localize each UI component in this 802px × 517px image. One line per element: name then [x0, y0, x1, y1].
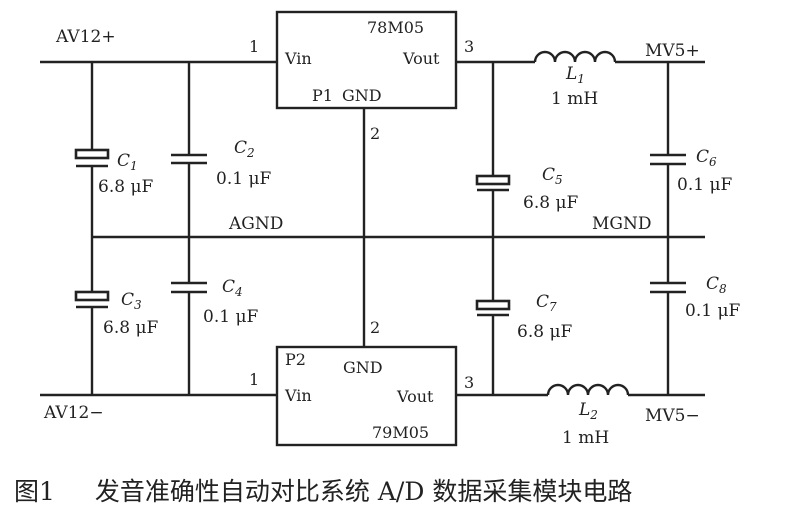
net-label-mv5-pos: MV5+ — [645, 41, 700, 61]
capacitor-c2-symbol — [171, 153, 207, 165]
regulator-top-gnd: GND — [342, 86, 382, 105]
regulator-bottom-pin3: 3 — [464, 373, 474, 392]
net-label-mv5-neg: MV5− — [645, 406, 700, 426]
svg-text:C4: C4 — [222, 277, 243, 299]
svg-text:6.8 μF: 6.8 μF — [523, 193, 578, 213]
svg-text:L2: L2 — [578, 400, 598, 422]
regulator-top-pin2: 2 — [370, 124, 380, 143]
capacitor-c5-symbol — [475, 174, 511, 192]
capacitor-c8-symbol — [650, 281, 686, 294]
capacitor-c3-symbol — [74, 290, 110, 309]
svg-text:0.1 μF: 0.1 μF — [677, 175, 732, 195]
capacitor-c5-label: C5 6.8 μF — [523, 165, 578, 213]
inductor-l2-symbol — [546, 383, 630, 396]
svg-text:C5: C5 — [542, 165, 563, 187]
capacitor-c1-symbol — [74, 148, 110, 168]
svg-text:6.8 μF: 6.8 μF — [103, 318, 158, 338]
svg-text:C7: C7 — [536, 292, 557, 314]
inductor-l2-label: L2 1 mH — [562, 400, 609, 448]
inductor-l1-symbol — [533, 50, 617, 63]
regulator-top-pin1: 1 — [249, 37, 259, 56]
svg-text:C6: C6 — [696, 147, 717, 169]
regulator-79m05 — [275, 345, 458, 447]
net-label-av12-neg: AV12− — [43, 403, 104, 423]
capacitor-c3-label: C3 6.8 μF — [103, 290, 158, 338]
regulator-top-vin: Vin — [284, 49, 312, 68]
figure-title: 发音准确性自动对比系统 A/D 数据采集模块电路 — [94, 476, 633, 506]
regulator-bottom-pin2: 2 — [370, 318, 380, 337]
regulator-bottom-pin1: 1 — [249, 370, 259, 389]
net-label-av12-pos: AV12+ — [55, 27, 116, 47]
net-label-mgnd: MGND — [592, 214, 652, 234]
svg-text:0.1 μF: 0.1 μF — [216, 169, 271, 189]
capacitor-c6-label: C6 0.1 μF — [677, 147, 732, 195]
regulator-bottom-vin: Vin — [284, 386, 312, 405]
regulator-bottom-name: P2 — [285, 350, 306, 369]
capacitor-c1-label: C1 6.8 μF — [98, 151, 153, 197]
svg-text:6.8 μF: 6.8 μF — [517, 322, 572, 342]
figure-number: 图1 — [14, 476, 55, 506]
regulator-top-vout: Vout — [402, 49, 440, 68]
net-label-agnd: AGND — [228, 214, 283, 234]
svg-text:1 mH: 1 mH — [551, 89, 598, 109]
svg-text:C8: C8 — [706, 274, 727, 296]
capacitor-c6-symbol — [650, 153, 686, 166]
svg-text:C2: C2 — [234, 138, 255, 160]
svg-text:C3: C3 — [121, 290, 142, 312]
svg-text:L1: L1 — [565, 64, 585, 86]
regulator-bottom-part: 79M05 — [372, 423, 429, 442]
capacitor-c2-label: C2 0.1 μF — [216, 138, 271, 189]
regulator-top-part: 78M05 — [367, 18, 424, 37]
capacitor-c7-symbol — [475, 299, 511, 317]
wires — [40, 60, 705, 397]
regulator-78m05 — [275, 10, 458, 110]
svg-text:1 mH: 1 mH — [562, 428, 609, 448]
svg-text:0.1 μF: 0.1 μF — [203, 307, 258, 327]
svg-text:C1: C1 — [117, 151, 138, 173]
capacitor-c4-symbol — [171, 281, 207, 294]
capacitor-c4-label: C4 0.1 μF — [203, 277, 258, 327]
figure-caption: 图1 发音准确性自动对比系统 A/D 数据采集模块电路 — [0, 462, 802, 517]
regulator-top-pin3: 3 — [464, 37, 474, 56]
capacitor-c7-label: C7 6.8 μF — [517, 292, 572, 342]
regulator-bottom-gnd: GND — [343, 358, 383, 377]
regulator-top-name: P1 — [312, 86, 333, 105]
inductor-l1-label: L1 1 mH — [551, 64, 598, 109]
svg-text:0.1 μF: 0.1 μF — [685, 301, 740, 321]
regulator-bottom-vout: Vout — [396, 387, 434, 406]
capacitor-c8-label: C8 0.1 μF — [685, 274, 740, 321]
svg-text:6.8 μF: 6.8 μF — [98, 177, 153, 197]
circuit-diagram: AV12+ AV12− AGND MGND MV5+ MV5− 78M05 Vi… — [40, 10, 740, 448]
